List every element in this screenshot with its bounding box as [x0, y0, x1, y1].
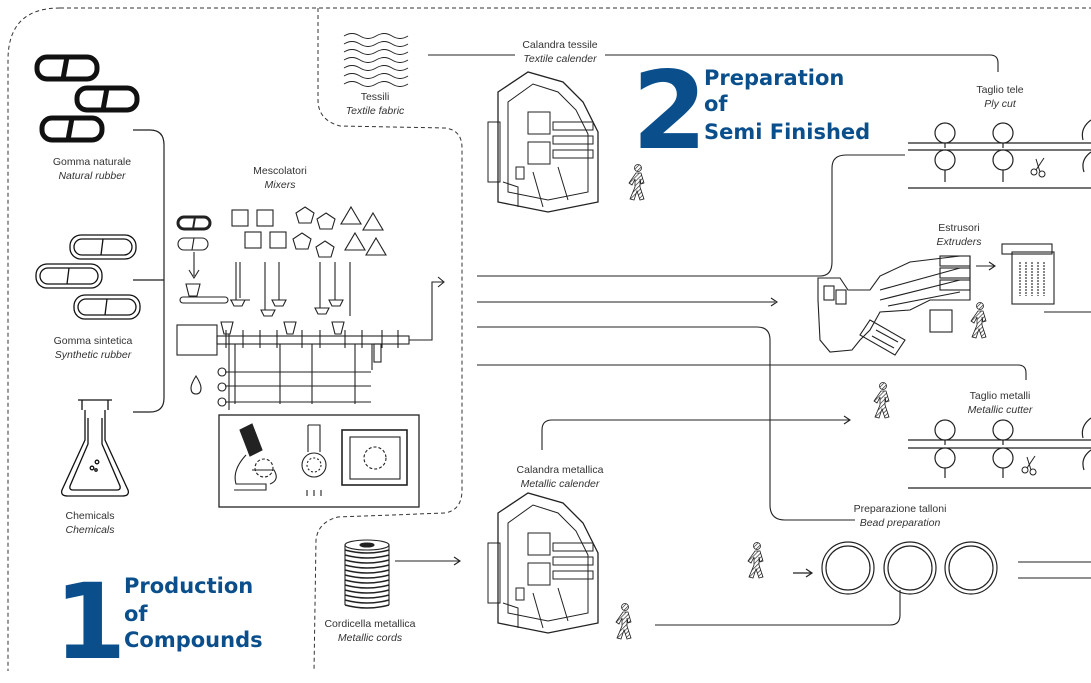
label-chemicals: Chemicals Chemicals [65, 510, 115, 536]
label-natural-rubber: Gomma naturale Natural rubber [52, 156, 132, 182]
label-ply-cut: Taglio tele Ply cut [976, 84, 1024, 110]
label-textile-fabric: Tessili Textile fabric [345, 91, 405, 117]
label-extruders: Estrusori Extruders [936, 222, 982, 248]
label-bead-preparation: Preparazione talloni Bead preparation [853, 503, 947, 529]
label-metallic-cords: Cordicella metallica Metallic cords [324, 618, 416, 644]
section-1-title-line2: of [124, 602, 148, 626]
label-metallic-cutter: Taglio metalli Metallic cutter [967, 390, 1033, 416]
label-synthetic-rubber: Gomma sintetica Synthetic rubber [53, 335, 133, 361]
section-2-number: 2 [632, 49, 707, 174]
section-1-title-line1: Production [124, 574, 254, 598]
section-2-title-line3: Semi Finished [704, 120, 871, 144]
section-1-number: 1 [54, 561, 127, 683]
label-textile-calender: Calandra tessile Textile calender [522, 39, 598, 65]
section-2-title-line1: Preparation [704, 66, 845, 90]
section-2-title-line2: of [704, 92, 728, 116]
label-metallic-calender: Calandra metallica Metallic calender [516, 464, 604, 490]
section-1-title-line3: Compounds [124, 628, 263, 652]
label-mixers: Mescolatori Mixers [253, 165, 307, 191]
